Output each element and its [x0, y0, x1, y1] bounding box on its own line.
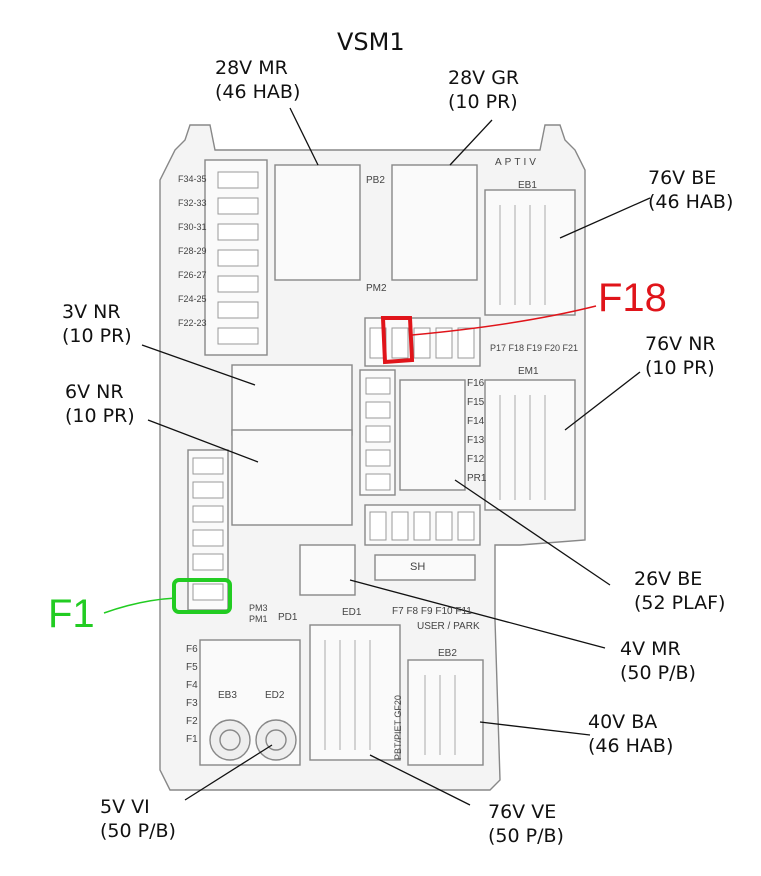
code-pm1: PM1: [249, 614, 268, 624]
label-26v-be: 26V BE(52 PLAF): [634, 568, 726, 614]
code-pm2: PM2: [366, 283, 387, 294]
label-4v-mr: 4V MR(50 P/B): [620, 638, 696, 684]
code-ed1: ED1: [342, 607, 362, 618]
code-eb1: EB1: [518, 180, 537, 191]
label-28v-gr: 28V GR(10 PR): [448, 67, 520, 113]
label-f18: F18: [598, 276, 667, 320]
sh-block: [374, 554, 476, 581]
label-40v-ba: 40V BA(46 HAB): [588, 711, 674, 757]
connector-28v-gr: [391, 164, 478, 281]
label-76v-nr: 76V NR(10 PR): [645, 333, 716, 379]
diagram-title: VSM1: [337, 28, 405, 56]
fuse-labels-lower-left: F6 F5 F4 F3 F2 F1: [186, 644, 198, 745]
code-em1: EM1: [518, 366, 539, 377]
code-eb3: EB3: [218, 690, 237, 701]
f18-callout-line: [411, 305, 597, 336]
label-f1: F1: [48, 592, 95, 636]
code-pd1: PD1: [278, 612, 298, 623]
user-park-label: USER / PARK: [417, 621, 480, 632]
label-28v-mr: 28V MR(46 HAB): [215, 57, 301, 103]
connector-26v-be: [399, 379, 466, 491]
connector-40v-ba: [407, 659, 484, 766]
f1-highlight-box: [172, 578, 232, 614]
f1-callout-line: [103, 597, 177, 614]
fuse-labels-mid: F16 F15 F14 F13 F12 PR1: [467, 378, 487, 484]
code-pb2: PB2: [366, 175, 385, 186]
fuse-row-bottom: F7 F8 F9 F10 F11: [392, 606, 472, 617]
code-eb2: EB2: [438, 648, 457, 659]
code-pm3: PM3: [249, 603, 268, 613]
f18-highlight-box: [380, 316, 415, 365]
code-ed2: ED2: [265, 690, 285, 701]
connector-28v-mr: [274, 164, 361, 281]
label-5v-vi: 5V VI(50 P/B): [100, 796, 176, 842]
fuse-row-top: P17 F18 F19 F20 F21: [490, 343, 579, 353]
label-6v-nr: 6V NR(10 PR): [65, 381, 135, 427]
fuse-labels-left: F34-35 F32-33 F30-31 F28-29 F26-27 F24-2…: [178, 174, 207, 328]
code-sh: SH: [410, 561, 426, 573]
relay-6v-nr: [231, 429, 353, 526]
connector-5v-vi: [255, 719, 297, 761]
label-3v-nr: 3V NR(10 PR): [62, 301, 132, 347]
label-76v-be: 76V BE(46 HAB): [648, 167, 734, 213]
relay-3v-nr: [231, 364, 353, 436]
connector-eb3: [209, 719, 251, 761]
code-pbt: PBT/PIET GF20: [393, 695, 403, 760]
brand-logo: APTIV: [495, 157, 539, 168]
label-76v-ve: 76V VE(50 P/B): [488, 801, 564, 847]
relay-4v-mr: [299, 544, 356, 596]
